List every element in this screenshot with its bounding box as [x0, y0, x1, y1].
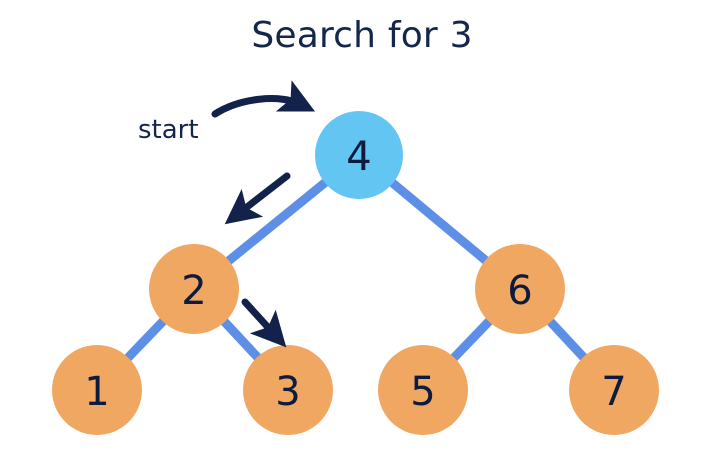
- page-title: Search for 3: [251, 15, 473, 56]
- node-circle-2[interactable]: [149, 244, 239, 334]
- node-circle-1[interactable]: [52, 345, 142, 435]
- tree-node-5[interactable]: 5: [378, 345, 468, 435]
- annotations: start: [138, 80, 316, 348]
- node-label-4: 4: [346, 134, 371, 180]
- start-arrow-icon: [211, 80, 316, 118]
- node-label-5: 5: [410, 369, 435, 415]
- node-circle-7[interactable]: [569, 345, 659, 435]
- tree-nodes: 4 2 6 1 3 5: [52, 111, 659, 435]
- node-circle-5[interactable]: [378, 345, 468, 435]
- tree-node-2[interactable]: 2: [149, 244, 239, 334]
- node-label-2: 2: [181, 268, 206, 314]
- step-arrow-to-2-icon: [224, 172, 291, 225]
- step-arrow-to-3-icon: [241, 298, 287, 348]
- tree-node-1[interactable]: 1: [52, 345, 142, 435]
- tree-node-6[interactable]: 6: [475, 244, 565, 334]
- node-circle-6[interactable]: [475, 244, 565, 334]
- node-circle-4[interactable]: [315, 111, 403, 199]
- tree-node-3[interactable]: 3: [243, 345, 333, 435]
- node-label-7: 7: [601, 369, 626, 415]
- node-label-6: 6: [507, 268, 532, 314]
- node-circle-3[interactable]: [243, 345, 333, 435]
- node-label-1: 1: [84, 369, 109, 415]
- node-label-3: 3: [275, 369, 300, 415]
- tree-node-7[interactable]: 7: [569, 345, 659, 435]
- tree-node-4[interactable]: 4: [315, 111, 403, 199]
- start-label: start: [138, 115, 199, 145]
